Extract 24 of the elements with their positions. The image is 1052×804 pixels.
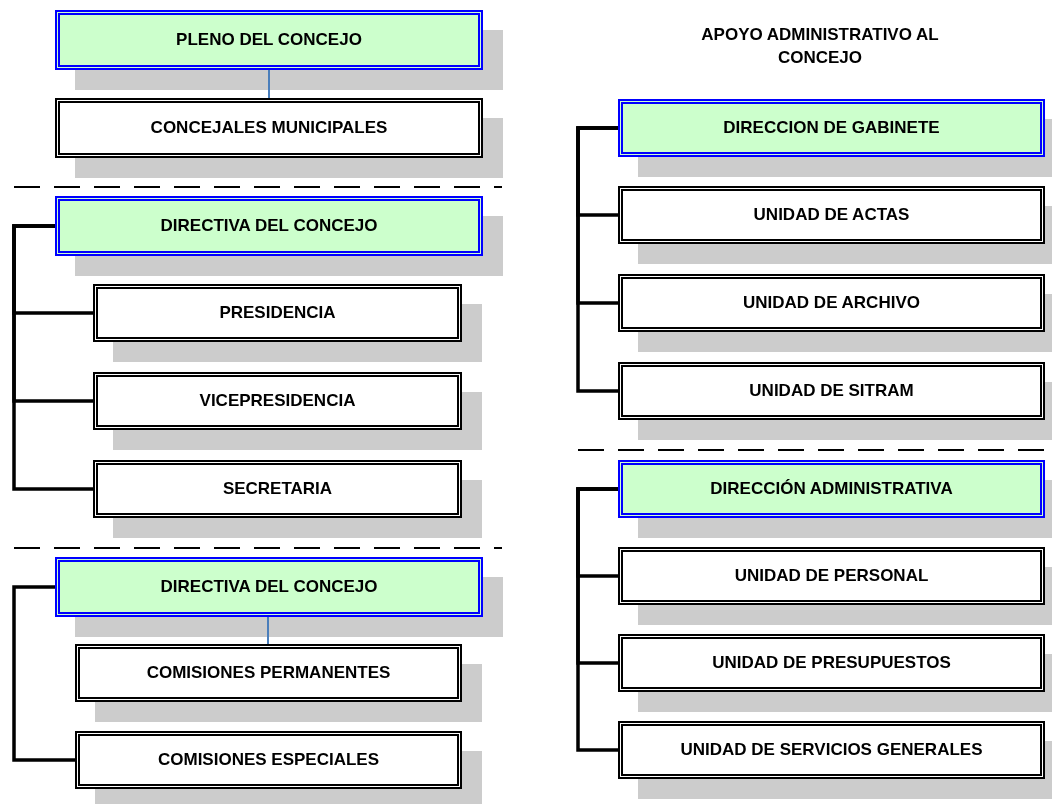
connector-line: [12, 224, 93, 491]
unit-box: UNIDAD DE ACTAS: [618, 186, 1045, 244]
unit-box: CONCEJALES MUNICIPALES: [55, 98, 483, 158]
unit-box: PRESIDENCIA: [93, 284, 462, 342]
connector-line: [12, 585, 75, 762]
unit-box: SECRETARIA: [93, 460, 462, 518]
department-box: DIRECTIVA DEL CONCEJO: [55, 557, 483, 617]
unit-box: UNIDAD DE PRESUPUESTOS: [618, 634, 1045, 692]
unit-box: UNIDAD DE ARCHIVO: [618, 274, 1045, 332]
unit-box: UNIDAD DE PERSONAL: [618, 547, 1045, 605]
department-box: DIRECCION DE GABINETE: [618, 99, 1045, 157]
section-heading: APOYO ADMINISTRATIVO AL CONCEJO: [700, 24, 940, 69]
unit-box: UNIDAD DE SITRAM: [618, 362, 1045, 420]
unit-box: COMISIONES ESPECIALES: [75, 731, 462, 789]
department-box: DIRECTIVA DEL CONCEJO: [55, 196, 483, 256]
connector-line: [576, 126, 618, 393]
connector-line: [267, 616, 269, 645]
unit-box: COMISIONES PERMANENTES: [75, 644, 462, 702]
unit-box: UNIDAD DE SERVICIOS GENERALES: [618, 721, 1045, 779]
department-box: DIRECCIÓN ADMINISTRATIVA: [618, 460, 1045, 518]
connector-line: [268, 69, 270, 99]
department-box: PLENO DEL CONCEJO: [55, 10, 483, 70]
connector-line: [576, 487, 618, 752]
unit-box: VICEPRESIDENCIA: [93, 372, 462, 430]
